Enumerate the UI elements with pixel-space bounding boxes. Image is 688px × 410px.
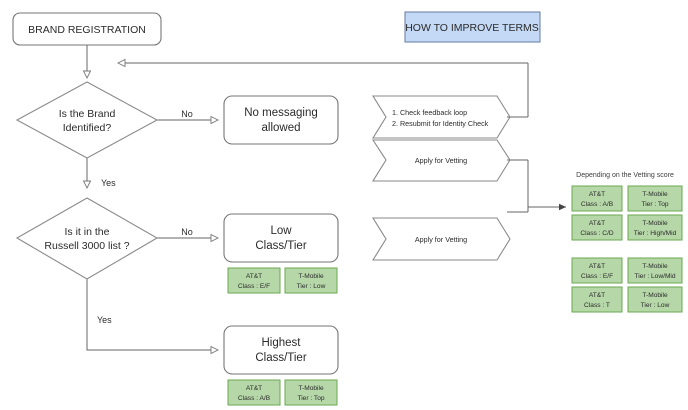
no-messaging-line2: allowed — [262, 122, 301, 134]
vetting-row-3-att-line2: Class : E/F — [581, 273, 613, 280]
decision2-line1: Is it in the — [65, 226, 110, 238]
decision1-diamond[interactable] — [15, 81, 159, 159]
vetting-row-4-tmo-line2: Tier : Low — [641, 302, 670, 309]
chevron-feedback-loop-line2: 2. Resubmit for Identity Check — [392, 119, 489, 128]
low-class-tier-box[interactable] — [223, 213, 339, 263]
vetting-row-4-tmo-box — [627, 286, 683, 313]
decision1-line1: Is the Brand — [59, 108, 116, 120]
tag-highest-att-line1: AT&T — [246, 385, 262, 392]
vetting-row-1-tmo-line2: Tier : Top — [641, 201, 668, 208]
vetting-row-2-tmo-line2: Tier : High/Mid — [634, 230, 677, 237]
vetting-row-1-tmo-line1: T-Mobile — [642, 191, 668, 198]
tag-low-att-box — [227, 267, 281, 294]
node-low-class-tier[interactable]: Low Class/Tier — [223, 213, 339, 263]
tag-highest-att-box — [227, 379, 281, 406]
vetting-row-3-tmo-line1: T-Mobile — [642, 263, 668, 270]
decision1-line2: Identified? — [63, 122, 112, 134]
low-class-tier-line2: Class/Tier — [255, 240, 306, 252]
decision2-line2: Russell 3000 list ? — [44, 240, 129, 252]
vetting-row-2-att-line1: AT&T — [589, 220, 605, 227]
chevron-feedback-loop-shape[interactable] — [372, 95, 511, 139]
tag-low-att-line2: Class : E/F — [238, 283, 270, 290]
decision-brand-identified[interactable]: Is the Brand Identified? — [15, 81, 159, 159]
chevron-feedback-loop[interactable]: 1. Check feedback loop 2. Resubmit for I… — [372, 95, 511, 139]
no-messaging-box[interactable] — [223, 95, 339, 145]
vetting-row-4-tmo-line1: T-Mobile — [642, 292, 668, 299]
chevron-apply-vetting-2-label: Apply for Vetting — [415, 235, 467, 244]
banner-label: HOW TO IMPROVE TERMS — [405, 22, 539, 34]
highest-class-tier-box[interactable] — [223, 325, 339, 375]
vetting-row-2-att-box — [571, 214, 623, 241]
brand-registration-label: BRAND REGISTRATION — [28, 24, 146, 36]
tag-low-tmobile-box — [284, 267, 338, 294]
low-class-tier-line1: Low — [270, 225, 292, 237]
chevron-apply-vetting-2[interactable]: Apply for Vetting — [372, 217, 511, 261]
vetting-row-1-tmo-box — [627, 185, 683, 212]
vetting-row-2-tmo-box — [627, 214, 683, 241]
node-highest-class-tier[interactable]: Highest Class/Tier — [223, 325, 339, 375]
tag-highest-tmobile-box — [284, 379, 338, 406]
tag-highest-tmobile: T-Mobile Tier : Top — [284, 379, 338, 406]
vetting-row-3-att-line1: AT&T — [589, 263, 605, 270]
vetting-row-3: AT&T Class : E/F T-Mobile Tier : Low/Mid — [571, 257, 683, 284]
node-brand-registration[interactable]: BRAND REGISTRATION — [12, 12, 162, 46]
highest-class-tier-line2: Class/Tier — [255, 352, 306, 364]
node-no-messaging-allowed[interactable]: No messaging allowed — [223, 95, 339, 145]
vetting-row-3-att-box — [571, 257, 623, 284]
chevron-apply-vetting-1-label: Apply for Vetting — [415, 156, 467, 165]
banner-how-to-improve-terms[interactable]: HOW TO IMPROVE TERMS — [404, 11, 541, 43]
highest-class-tier-line1: Highest — [262, 337, 302, 349]
vetting-row-2: AT&T Class : C/D T-Mobile Tier : High/Mi… — [571, 214, 683, 241]
connector-decision2-yes — [86, 279, 220, 355]
tag-low-tmobile: T-Mobile Tier : Low — [284, 267, 338, 294]
vetting-row-1-att-line2: Class : A/B — [581, 201, 614, 208]
tag-highest-tmobile-line2: Tier : Top — [297, 395, 324, 402]
vetting-row-1-att-box — [571, 185, 623, 212]
tag-highest-att-line2: Class : A/B — [238, 395, 271, 402]
chevron-apply-vetting-1[interactable]: Apply for Vetting — [371, 139, 511, 182]
vetting-row-1-att-line1: AT&T — [589, 191, 605, 198]
vetting-row-3-tmo-box — [627, 257, 683, 284]
no-messaging-line1: No messaging — [244, 107, 318, 119]
vetting-row-4-att-line1: AT&T — [589, 292, 605, 299]
tag-highest-att: AT&T Class : A/B — [227, 379, 281, 406]
tag-low-tmobile-line2: Tier : Low — [297, 283, 326, 290]
edge-label-no-2: No — [181, 227, 193, 237]
edge-label-yes-2: Yes — [97, 315, 112, 325]
vetting-row-1: AT&T Class : A/B T-Mobile Tier : Top — [571, 185, 683, 212]
tag-low-tmobile-line1: T-Mobile — [298, 273, 324, 280]
vetting-row-4-att-line2: Class : T — [584, 302, 610, 309]
edge-label-no-1: No — [181, 109, 193, 119]
tag-highest-tmobile-line1: T-Mobile — [298, 385, 324, 392]
decision2-diamond[interactable] — [15, 197, 159, 280]
vetting-score-note: Depending on the Vetting score — [576, 172, 674, 179]
tag-low-att: AT&T Class : E/F — [227, 267, 281, 294]
edge-label-yes-1: Yes — [101, 178, 116, 188]
brand-registration-box[interactable] — [12, 12, 162, 46]
chevron-apply-vetting-1-shape[interactable] — [371, 139, 511, 182]
banner-box[interactable] — [404, 11, 541, 43]
vetting-row-2-tmo-line1: T-Mobile — [642, 220, 668, 227]
vetting-row-2-att-line2: Class : C/D — [580, 230, 614, 237]
decision-russell-3000[interactable]: Is it in the Russell 3000 list ? — [15, 197, 159, 280]
chevron-apply-vetting-2-shape[interactable] — [372, 217, 511, 261]
vetting-row-4: AT&T Class : T T-Mobile Tier : Low — [571, 286, 683, 313]
vetting-row-3-tmo-line2: Tier : Low/Mid — [634, 273, 675, 280]
vetting-row-4-att-box — [571, 286, 623, 313]
tag-low-att-line1: AT&T — [246, 273, 262, 280]
chevron-feedback-loop-line1: 1. Check feedback loop — [392, 108, 467, 117]
